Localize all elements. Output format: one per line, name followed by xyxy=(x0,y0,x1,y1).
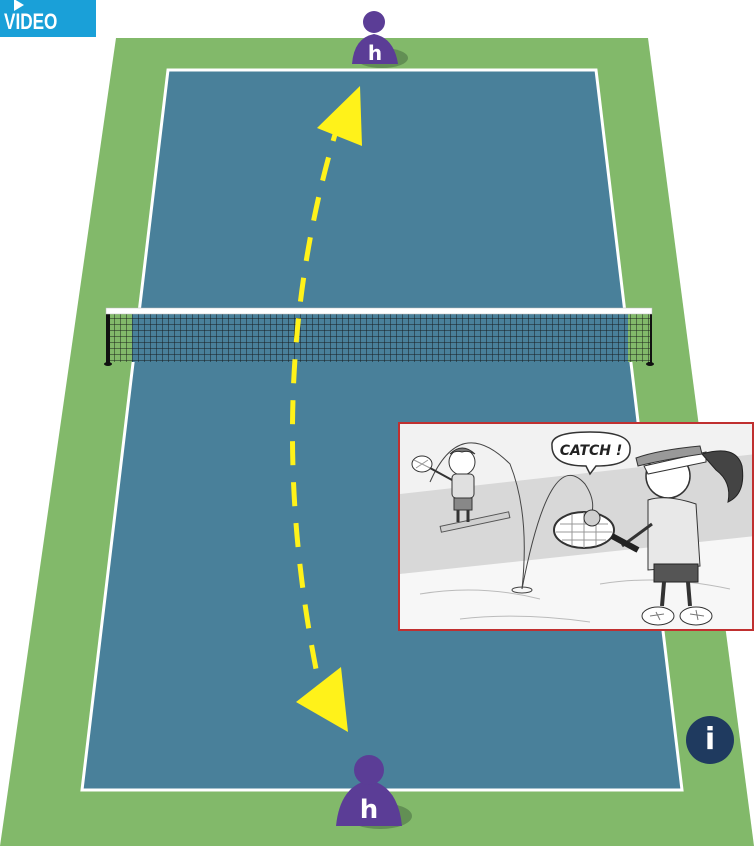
player-letter-top: h xyxy=(368,41,382,65)
tennis-net xyxy=(104,308,654,366)
speech-bubble-text: CATCH ! xyxy=(560,443,623,459)
net-post-left xyxy=(106,312,110,364)
info-icon: i xyxy=(705,722,715,757)
player-letter-bottom: h xyxy=(360,795,379,825)
video-button-label: VIDEO xyxy=(4,9,57,35)
video-button[interactable]: VIDEO xyxy=(0,0,96,37)
tennis-ball xyxy=(584,510,600,526)
catch-drill-illustration: CATCH ! xyxy=(398,422,754,631)
info-button[interactable]: i xyxy=(686,716,734,764)
